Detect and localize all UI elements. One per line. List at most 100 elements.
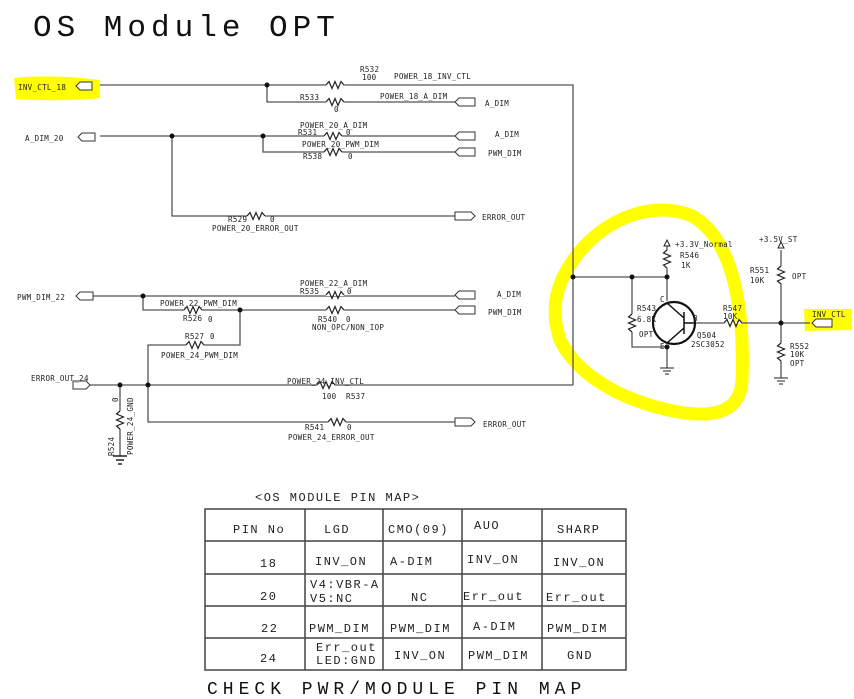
table-cell: PWM_DIM [309,622,370,636]
value-label: 0 [210,332,215,341]
table-cell: 18 [260,557,277,571]
net-label: POWER_22_PWM_DIM [160,299,237,308]
net-label: A_DIM_20 [25,134,64,143]
net-label: POWER_24_INV_CTL [287,377,364,386]
net-label: POWER_18_INV_CTL [394,72,471,81]
ref-label: R547 [723,304,742,313]
resistor-r531 [323,130,343,142]
table-header: SHARP [557,523,601,537]
ref-label: R524 [107,437,116,456]
resistor-r541 [327,416,347,428]
table-cell: A-DIM [473,620,517,634]
pin-label: E [660,342,665,351]
net-label: PWM_DIM [488,308,522,317]
value-label: 0 [270,215,275,224]
opt-label: OPT [790,359,805,368]
value-label: 0 [346,315,351,324]
resistor-r533 [325,96,345,108]
ref-label: R546 [680,251,699,260]
ports [72,81,833,427]
ref-label: R537 [346,392,365,401]
highlight-inv-ctl-18 [14,76,100,101]
net-label: INV_CTL_18 [18,83,66,92]
value-label: 0 [348,152,353,161]
port-inv-ctl [811,318,833,328]
net-label: ERROR_OUT_24 [31,374,89,383]
power-label: +3.5V_ST [759,235,798,244]
table-cell: 24 [260,652,277,666]
ref-label: Q504 [697,331,716,340]
table-cell: GND [567,649,593,663]
resistor-r552 [775,342,787,362]
resistor-r551 [775,265,787,285]
table-cell: LED:GND [316,654,377,668]
net-label: INV_CTL [812,310,846,319]
footer-caption: CHECK PWR/MODULE PIN MAP [207,680,586,699]
highlight-transistor-circle [548,203,749,421]
value-label: 0 [347,423,352,432]
table-header: PIN No [233,523,285,537]
power-symbols [113,238,788,465]
part-label: 2SC3052 [691,340,725,349]
value-label: 0 [334,105,339,114]
value-label: 6.8K [637,315,656,324]
table-header: LGD [324,523,350,537]
net-label: POWER_20_PWM_DIM [302,140,379,149]
labels: INV_CTL_18 R532 100 POWER_18_INV_CTL R53… [17,65,846,456]
table-cell: PWM_DIM [468,649,529,663]
net-label: PWM_DIM_22 [17,293,65,302]
resistors [114,79,787,430]
pin-map-table: PIN No LGD CMO(09) AUO SHARP 18 INV_ON A… [204,508,627,671]
resistor-r529 [246,210,266,222]
resistor-r535 [325,289,345,301]
table-cell: Err_out [463,590,524,604]
value-label: 100 [322,392,337,401]
ref-label: R533 [300,93,319,102]
ref-label: R535 [300,287,319,296]
ref-label: R541 [305,423,324,432]
value-label: 100 [362,73,377,82]
table-cell: A-DIM [390,555,434,569]
resistor-r524 [114,410,126,430]
net-label: PWM_DIM [488,149,522,158]
value-label: 0 [111,397,120,402]
net-label: NON_OPC/NON_IOP [312,323,384,332]
net-label: POWER_24_ERROR_OUT [288,433,375,442]
transistor-q504 [651,300,697,346]
value-label: 1K [681,261,691,270]
port-pwm-dim-22 [75,291,94,301]
resistor-r527 [185,339,205,351]
net-label: A_DIM [497,290,521,299]
net-label: POWER_24_GND [126,397,135,455]
table-cell: INV_ON [467,553,519,567]
net-label: POWER_20_ERROR_OUT [212,224,299,233]
table-header: CMO(09) [388,523,449,537]
net-label: ERROR_OUT [483,420,527,429]
port-inv-ctl-18 [75,81,93,91]
opt-label: OPT [792,272,807,281]
ref-label: R540 [318,315,337,324]
value-label: 0 [346,128,351,137]
net-label: A_DIM [495,130,519,139]
resistor-r537 [316,379,336,391]
ref-label: R531 [298,128,317,137]
power-arrow-icon [777,240,785,249]
junctions [117,82,784,388]
resistor-r546 [661,249,673,269]
ref-label: R529 [228,215,247,224]
table-cell: INV_ON [553,556,605,570]
resistor-r538 [323,146,343,158]
value-label: 10K [723,312,738,321]
page-title: OS Module OPT [33,11,340,46]
ref-label: R552 [790,342,809,351]
pin-label: C [660,295,665,304]
table-cell: V4:VBR-A [310,578,380,592]
table-cell: INV_ON [315,555,367,569]
table-cell: 20 [260,590,277,604]
ref-label: R543 [637,304,656,313]
ref-label: R527 [185,332,204,341]
net-label: A_DIM [485,99,509,108]
resistor-r526 [183,304,203,316]
table-cell: INV_ON [394,649,446,663]
table-header: AUO [474,519,500,533]
